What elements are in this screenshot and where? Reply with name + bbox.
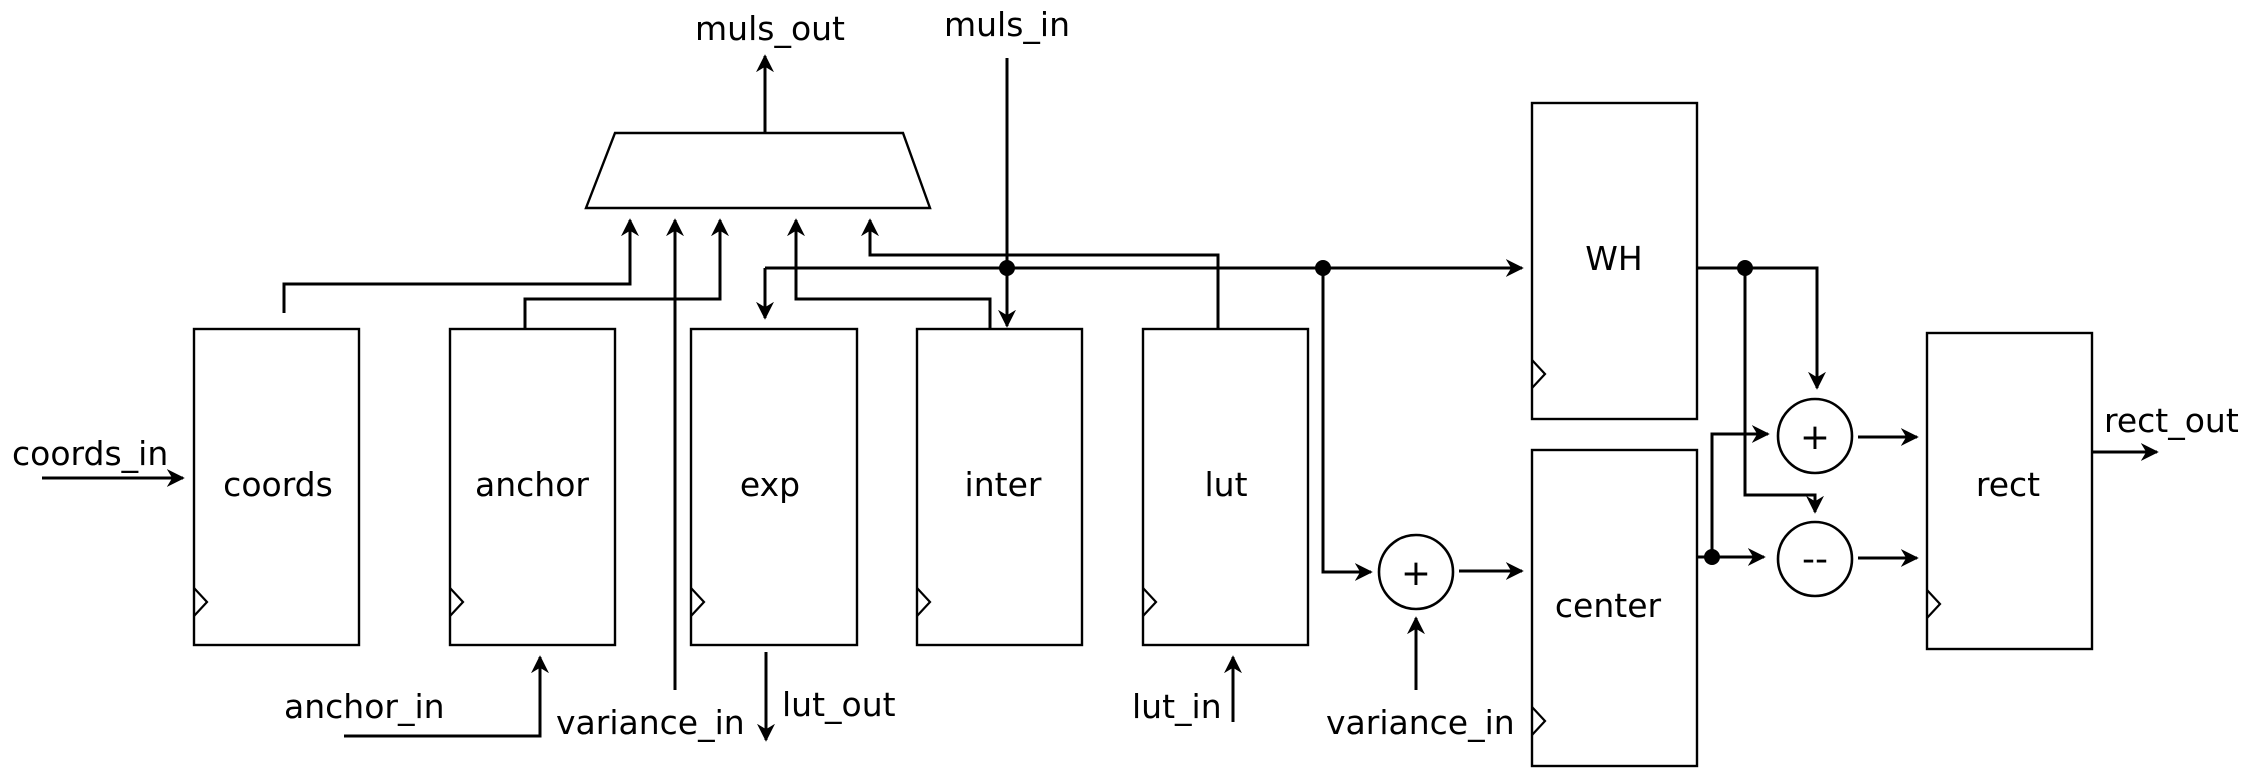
coords-in-label: coords_in: [12, 434, 168, 473]
lut-out-label: lut_out: [782, 685, 896, 724]
coords-clock-icon: [193, 587, 209, 617]
multiplier-block: [584, 131, 932, 210]
junction-dot: [1737, 260, 1753, 276]
rect-block: rect: [1925, 331, 2094, 651]
inter-to-mux-wire: [787, 218, 992, 329]
anchor-in-label: anchor_in: [284, 687, 445, 726]
rect-label: rect: [1976, 465, 2040, 504]
muls-out-label: muls_out: [695, 9, 845, 48]
adder-center: +: [1377, 533, 1455, 611]
exp-label: exp: [740, 465, 800, 504]
muls-in-label: muls_in: [944, 5, 1070, 44]
lut-block: lut: [1141, 327, 1310, 647]
lut-label: lut: [1204, 465, 1247, 504]
adder-rect: +: [1776, 397, 1854, 475]
center-clock-icon: [1531, 706, 1547, 736]
inter-label: inter: [965, 465, 1042, 504]
coords-to-mux-wire: [282, 218, 639, 313]
lut-in-label: lut_in: [1132, 687, 1222, 726]
wh-block: WH: [1530, 101, 1699, 421]
junction-dot: [1315, 260, 1331, 276]
center-label: center: [1555, 586, 1662, 625]
coords-block: coords: [192, 327, 361, 647]
rect-clock-icon: [1926, 589, 1942, 619]
adder-center-symbol: +: [1401, 553, 1431, 594]
variance-in-label: variance_in: [556, 703, 745, 742]
rect-out-label: rect_out: [2104, 401, 2239, 440]
junction-dot: [1704, 549, 1720, 565]
wh-to-subtractor-wire: [1743, 268, 1824, 514]
bus-to-adder-wire: [1321, 268, 1373, 581]
subtractor-rect: --: [1776, 520, 1854, 598]
wh-clock-icon: [1531, 359, 1547, 389]
anchor-label: anchor: [475, 465, 589, 504]
inter-block: inter: [915, 327, 1084, 647]
wh-label: WH: [1585, 239, 1642, 278]
variance-in-adder-label: variance_in: [1326, 703, 1515, 742]
inter-clock-icon: [916, 587, 932, 617]
wh-to-adder-wire: [1697, 266, 1826, 390]
anchor-in-wire: [344, 655, 549, 738]
lut-to-mux-wire: [861, 218, 1220, 329]
adder-rect-symbol: +: [1800, 417, 1830, 458]
anchor-block: anchor: [448, 327, 617, 647]
subtractor-rect-symbol: --: [1802, 539, 1828, 580]
exp-clock-icon: [690, 587, 706, 617]
anchor-to-mux-wire: [523, 218, 729, 329]
lut-clock-icon: [1142, 587, 1158, 617]
center-block: center: [1530, 448, 1699, 768]
anchor-clock-icon: [449, 587, 465, 617]
coords-label: coords: [223, 465, 333, 504]
exp-block: exp: [689, 327, 859, 647]
junction-dot: [999, 260, 1015, 276]
